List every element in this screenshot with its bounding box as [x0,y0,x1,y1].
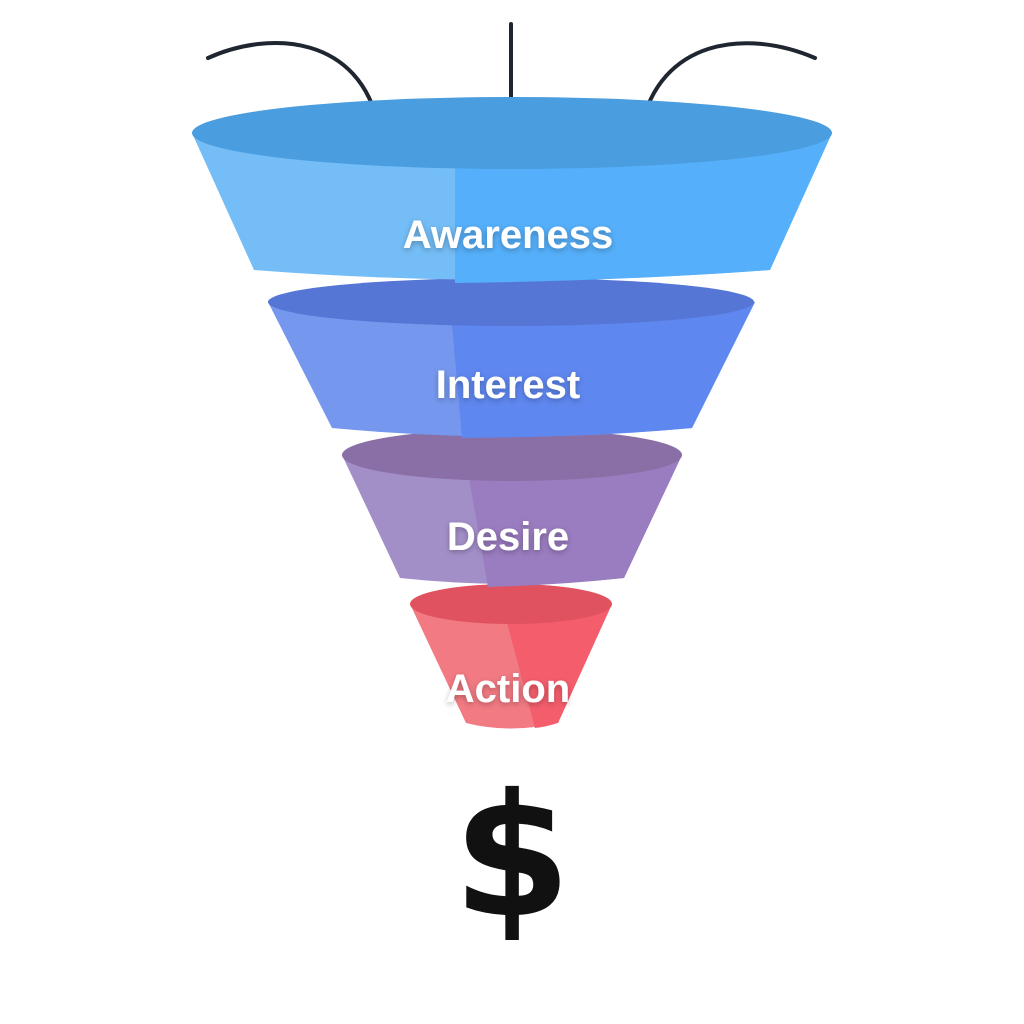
awareness-body-shade [455,133,832,283]
awareness-top-ellipse [192,97,832,169]
left-curved-arrow-icon [206,41,381,130]
desire-top-ellipse [342,429,682,481]
action-body-shade [502,604,612,728]
stage-label-action: Action [446,667,570,711]
interest-top-ellipse [268,278,754,326]
stage-label-desire: Desire [447,515,569,559]
funnel-stage-interest: Interest [268,278,755,438]
action-top-ellipse [410,584,612,624]
stage-label-awareness: Awareness [403,213,614,257]
dollar-sign-icon: $ [453,758,571,956]
funnel-stage-desire: Desire [342,429,682,587]
funnel-stage-awareness: Awareness [192,97,832,283]
desire-body-shade [465,455,682,587]
dollar-sign-symbol: $ [453,758,571,956]
stage-label-interest: Interest [436,363,581,407]
right-curved-arrow-icon [639,41,817,130]
interest-body-shade [450,302,755,438]
funnel-stage-action: Action [410,584,612,729]
